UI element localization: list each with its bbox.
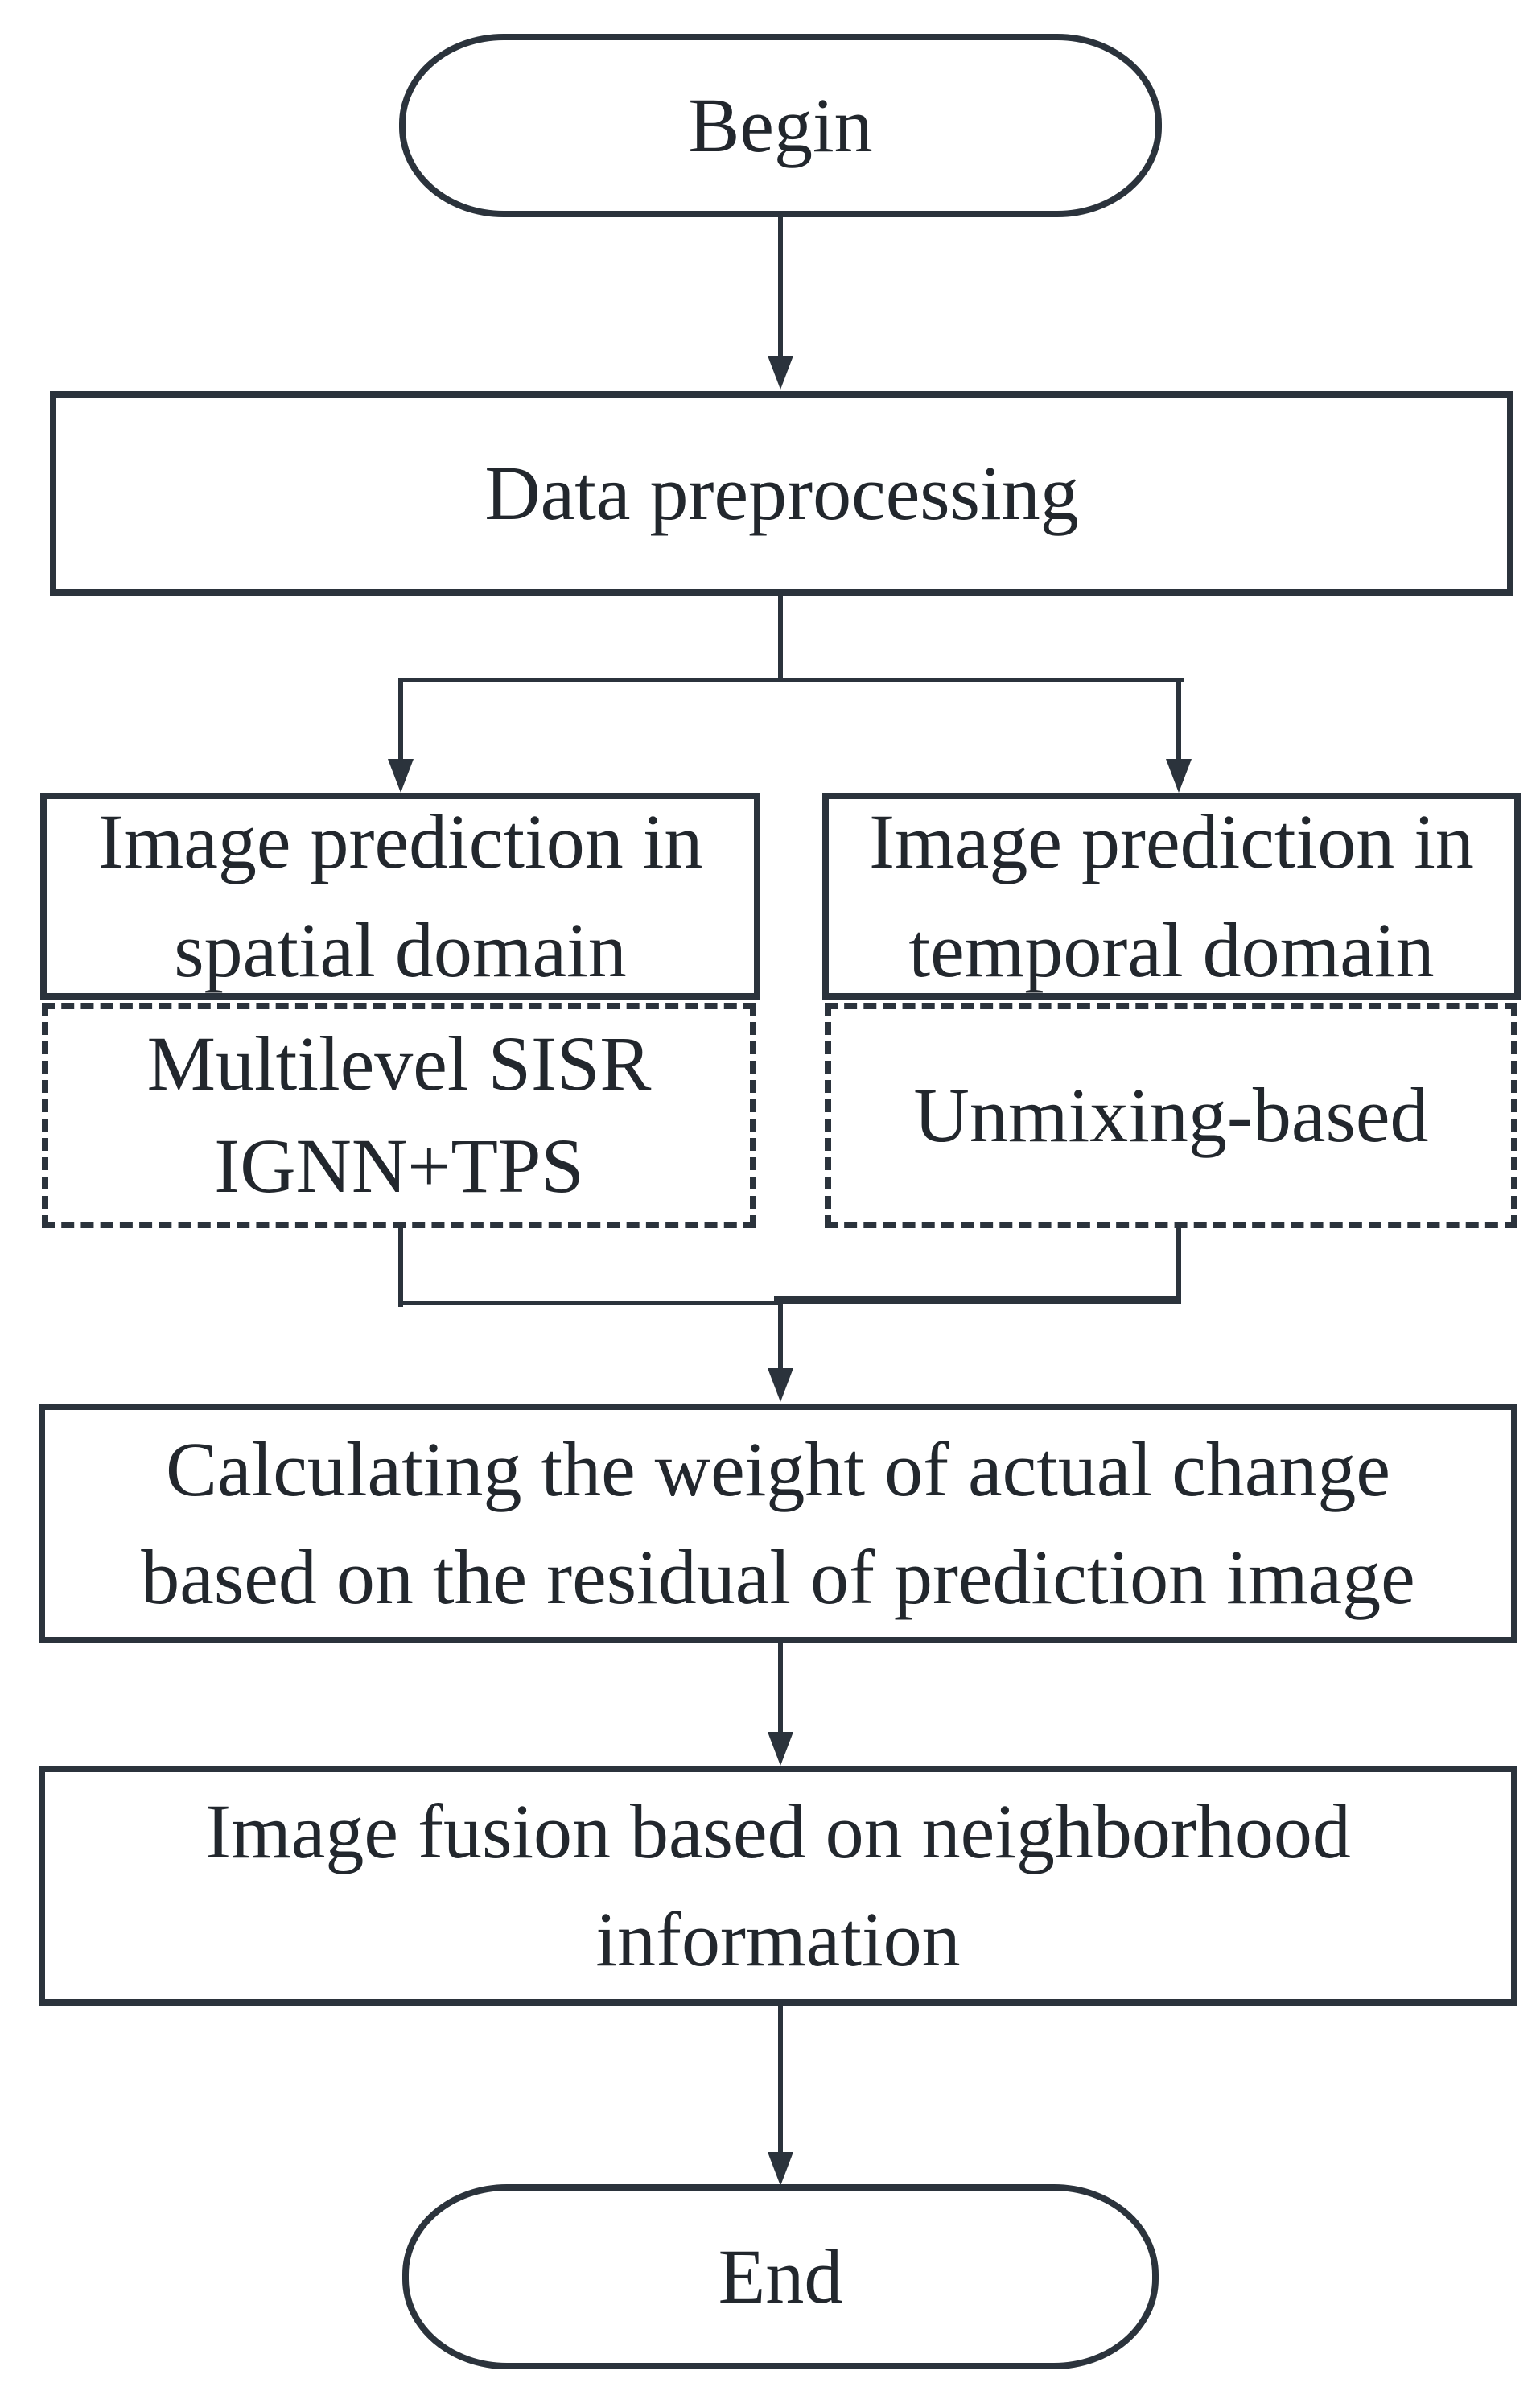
split-connector-stem bbox=[778, 596, 783, 681]
temporal-prediction-label-line1: Image prediction in bbox=[869, 798, 1474, 885]
data-preprocessing-label: Data preprocessing bbox=[484, 449, 1079, 536]
spatial-method-label-line1: Multilevel SISR bbox=[146, 1020, 652, 1107]
begin-terminator: Begin bbox=[399, 34, 1162, 217]
image-fusion-box: Image fusion based on neighborhood infor… bbox=[39, 1766, 1517, 2006]
arrow-begin-to-preprocessing-stem bbox=[778, 217, 783, 356]
arrow-fusion-to-end-stem bbox=[778, 2006, 783, 2152]
temporal-method-label: Unmixing-based bbox=[913, 1071, 1429, 1158]
image-fusion-label-line2: information bbox=[595, 1896, 961, 1982]
temporal-method-dashed-box: Unmixing-based bbox=[825, 1003, 1517, 1228]
begin-label: Begin bbox=[688, 81, 873, 168]
merge-crossbar-left bbox=[398, 1301, 783, 1305]
weight-calculation-label-line2: based on the residual of prediction imag… bbox=[141, 1534, 1415, 1620]
end-label: End bbox=[718, 2233, 843, 2319]
arrow-fusion-to-end-head bbox=[768, 2152, 793, 2186]
arrow-merge-to-weight-stem bbox=[778, 1301, 783, 1368]
merge-left-stem bbox=[398, 1228, 403, 1307]
arrow-to-spatial-stem bbox=[398, 682, 403, 759]
arrow-to-spatial-head bbox=[388, 759, 414, 793]
spatial-prediction-label-line2: spatial domain bbox=[174, 906, 627, 993]
data-preprocessing-box: Data preprocessing bbox=[50, 391, 1513, 596]
arrow-weight-to-fusion-stem bbox=[778, 1643, 783, 1732]
spatial-method-dashed-box: Multilevel SISR IGNN+TPS bbox=[42, 1003, 756, 1228]
weight-calculation-label-line1: Calculating the weight of actual change bbox=[165, 1425, 1391, 1512]
spatial-prediction-box: Image prediction in spatial domain bbox=[40, 793, 760, 1000]
temporal-prediction-box: Image prediction in temporal domain bbox=[822, 793, 1521, 1000]
merge-right-stem bbox=[1176, 1228, 1181, 1304]
arrow-begin-to-preprocessing-head bbox=[768, 356, 793, 390]
arrow-weight-to-fusion-head bbox=[768, 1732, 793, 1766]
split-connector-crossbar bbox=[398, 678, 1184, 682]
arrow-merge-to-weight-head bbox=[768, 1368, 793, 1402]
spatial-prediction-label-line1: Image prediction in bbox=[97, 798, 703, 885]
temporal-prediction-label-line2: temporal domain bbox=[908, 906, 1435, 993]
end-terminator: End bbox=[402, 2184, 1159, 2369]
arrow-to-temporal-head bbox=[1166, 759, 1192, 793]
arrow-to-temporal-stem bbox=[1176, 682, 1181, 759]
weight-calculation-box: Calculating the weight of actual change … bbox=[39, 1404, 1517, 1643]
merge-crossbar-right bbox=[774, 1296, 1181, 1304]
spatial-method-label-line2: IGNN+TPS bbox=[214, 1123, 584, 1209]
image-fusion-label-line1: Image fusion based on neighborhood bbox=[205, 1787, 1351, 1874]
